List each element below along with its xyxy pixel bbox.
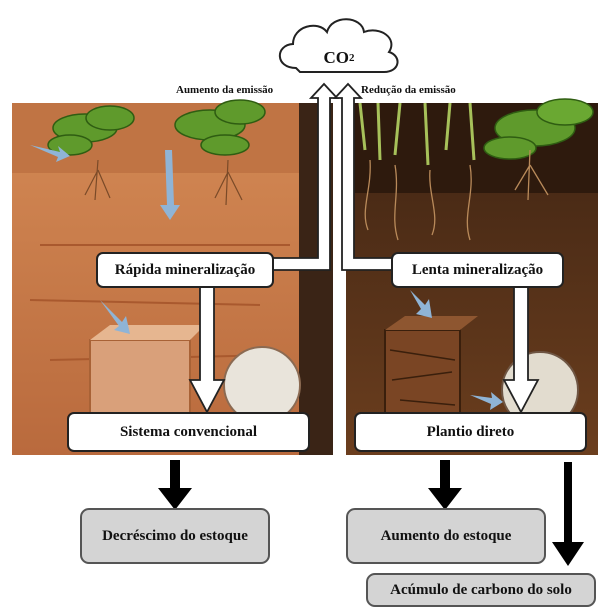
mineralization-down-arrow-left bbox=[188, 284, 226, 414]
slow-mineralization-box: Lenta mineralização bbox=[391, 252, 564, 288]
stock-increase-box: Aumento do estoque bbox=[346, 508, 546, 564]
conventional-small-arrows bbox=[30, 145, 180, 334]
soil-carbon-accumulation-box: Acúmulo de carbono do solo bbox=[366, 573, 596, 607]
conventional-system-box: Sistema convencional bbox=[67, 412, 310, 452]
direct-small-arrows bbox=[410, 290, 503, 410]
accumulation-black-arrow bbox=[552, 462, 584, 566]
emission-increase-label: Aumento da emissão bbox=[176, 84, 274, 96]
emission-increase-arrow bbox=[267, 82, 340, 271]
direct-plants bbox=[358, 98, 594, 166]
increase-black-arrow bbox=[428, 460, 462, 510]
co2-cloud bbox=[278, 18, 399, 73]
rapid-mineralization-box: Rápida mineralização bbox=[96, 252, 274, 288]
co2-main: CO bbox=[323, 48, 350, 67]
conventional-roots bbox=[84, 159, 243, 206]
conventional-plants bbox=[47, 99, 266, 156]
emission-reduction-label: Redução da emissão bbox=[361, 84, 456, 96]
direct-roots bbox=[364, 149, 549, 241]
co2-subscript: 2 bbox=[349, 52, 355, 64]
direct-planting-box: Plantio direto bbox=[354, 412, 587, 452]
stock-decrease-box: Decréscimo do estoque bbox=[80, 508, 270, 564]
mineralization-down-arrow-right bbox=[502, 284, 540, 414]
decrease-black-arrow bbox=[158, 460, 192, 510]
emission-reduction-arrow bbox=[332, 82, 399, 271]
